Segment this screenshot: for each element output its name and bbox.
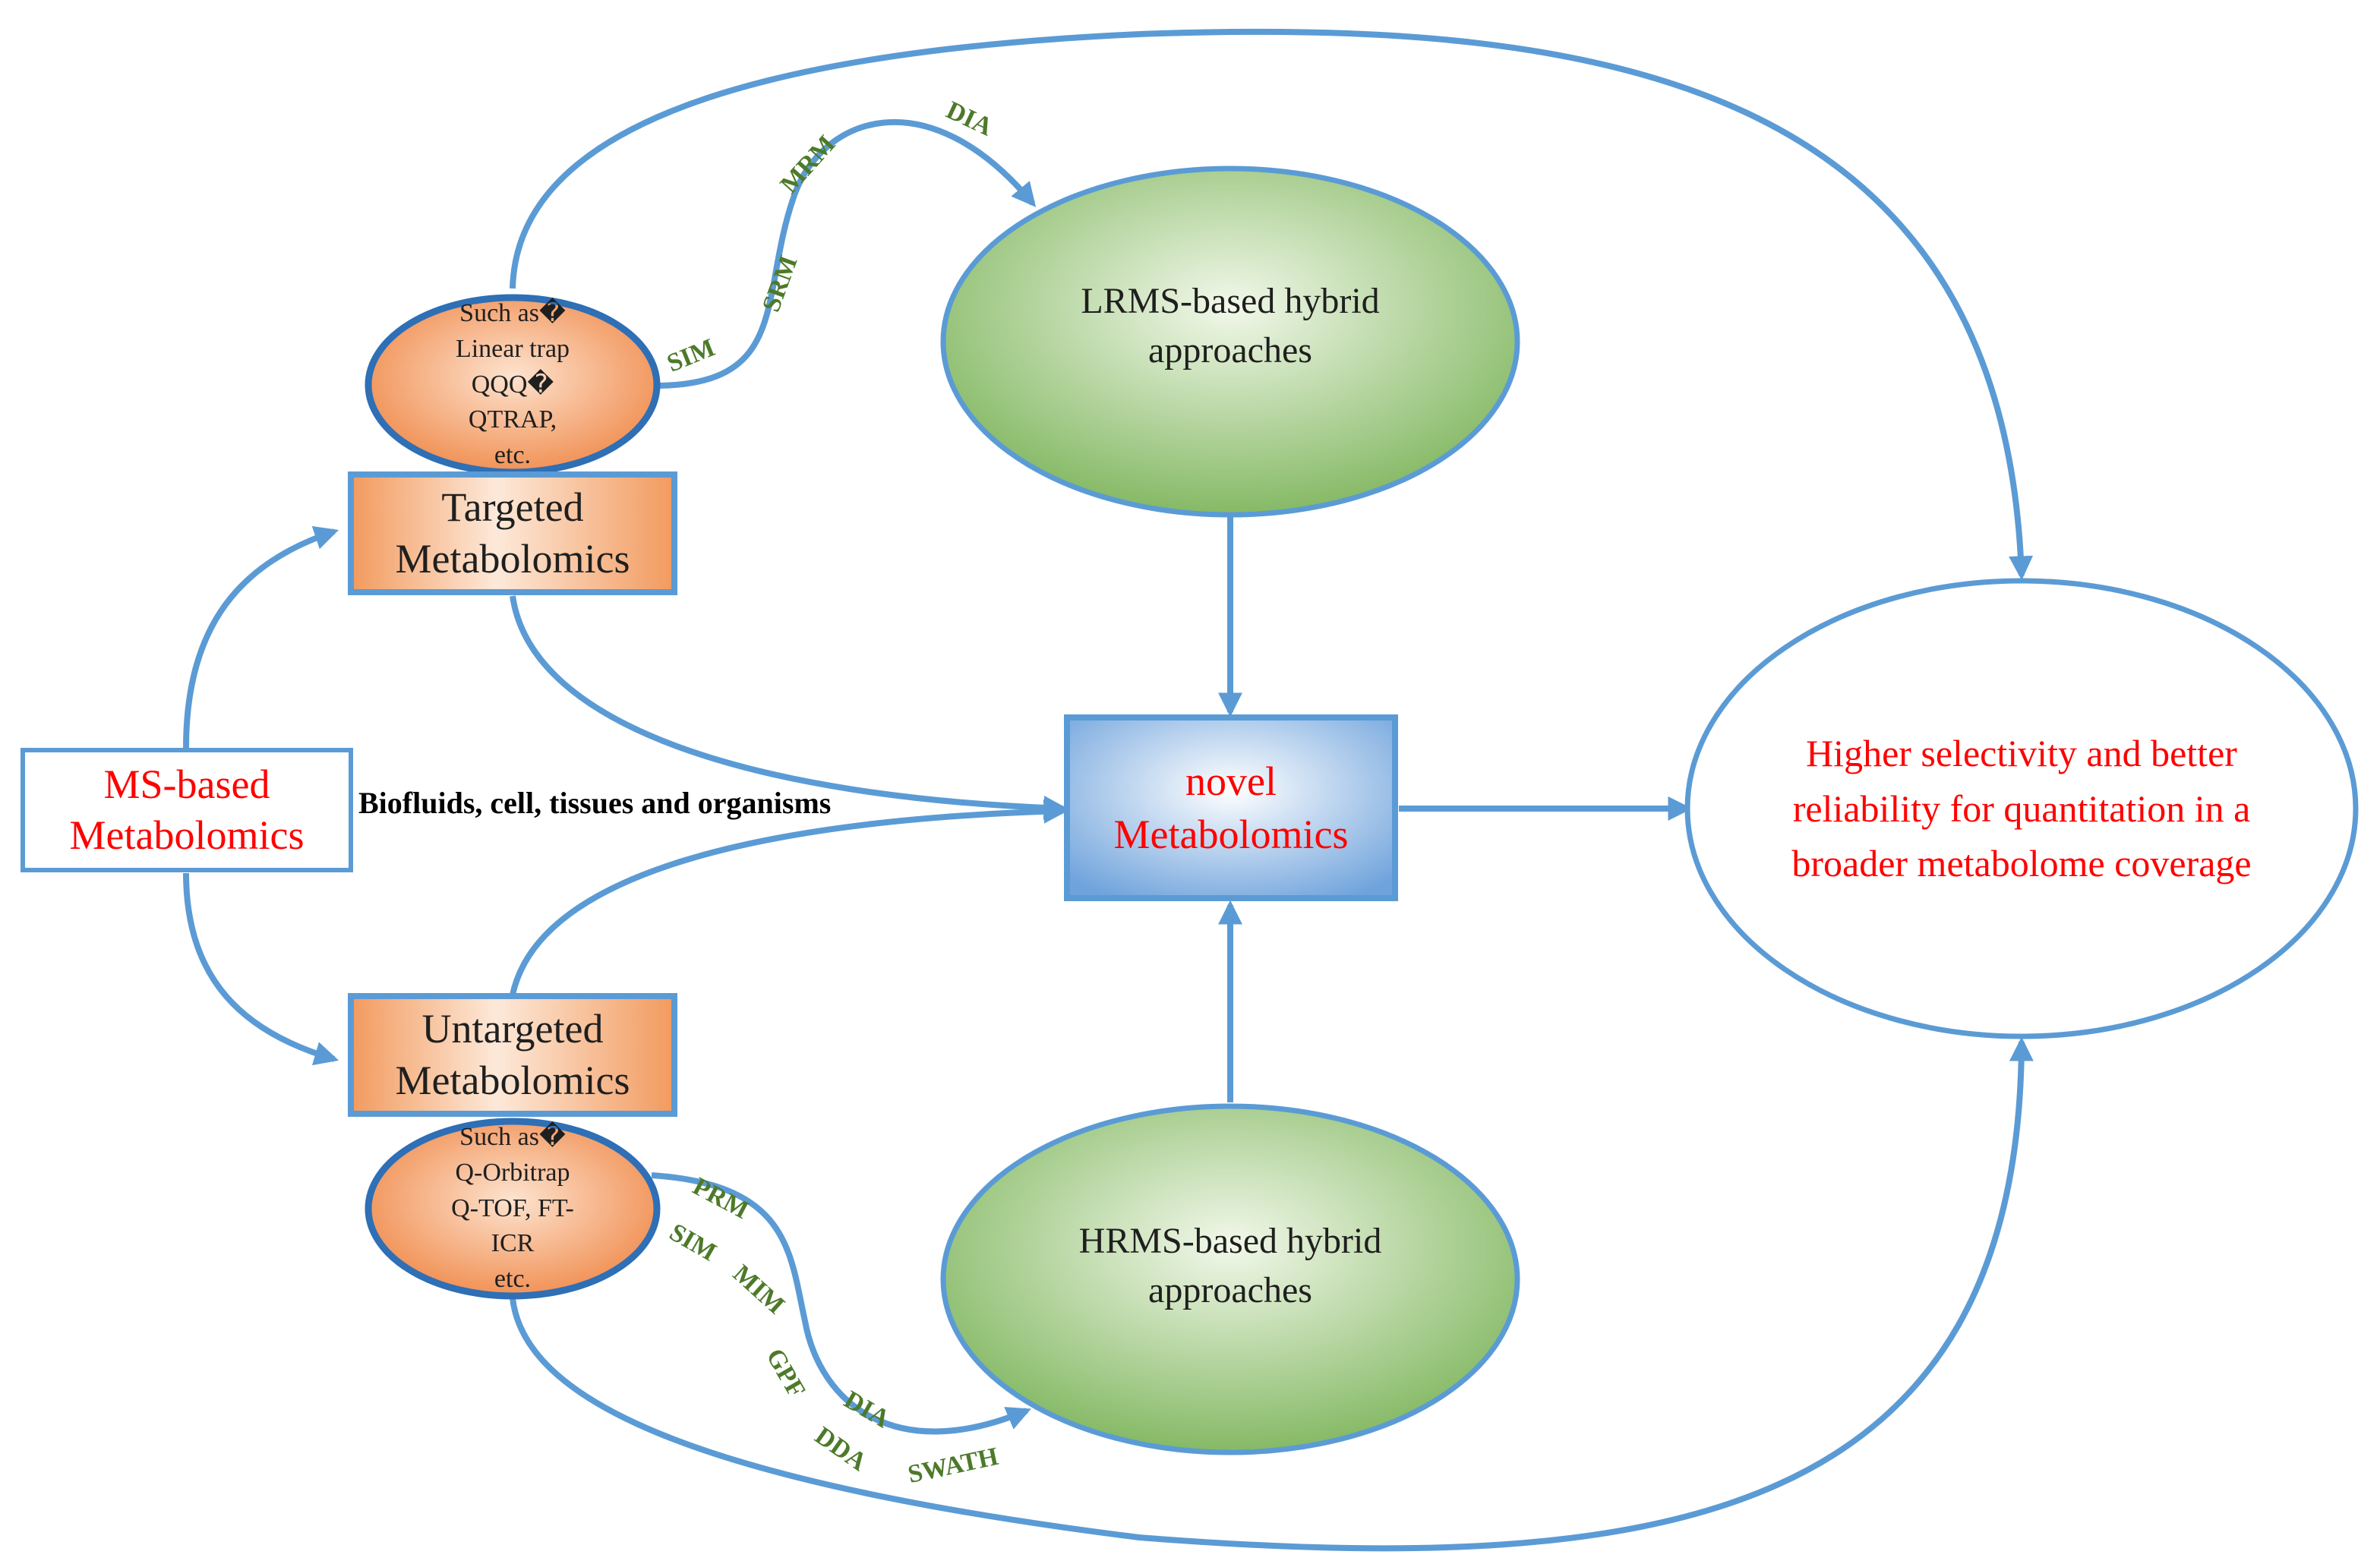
- arrow-targeted-to-lrms: [658, 118, 1037, 389]
- lrms-ellipse: [940, 166, 1520, 518]
- targeted-label: Targeted Metabolomics: [351, 475, 674, 592]
- lrms-line2: approaches: [1148, 330, 1312, 371]
- arrow-untargeted-to-novel: [510, 799, 1068, 995]
- untargeted-line1: Untargeted: [421, 1006, 604, 1052]
- arrow-ms-to-targeted: [183, 525, 339, 749]
- outcome-label: Higher selectivity and better reliabilit…: [1701, 714, 2342, 903]
- targeted-instruments-line4: QTRAP,: [468, 405, 557, 434]
- targeted-line2: Metabolomics: [395, 535, 630, 582]
- untargeted-instruments-label: Such as� Q-Orbitrap Q-TOF, FT- ICR etc.: [410, 1120, 615, 1298]
- targeted-instruments-line5: etc.: [494, 441, 532, 470]
- novel-label: novel Metabolomics: [1067, 717, 1395, 898]
- outcome-line1: Higher selectivity and better: [1806, 732, 2237, 775]
- arrow-targeted-to-novel: [510, 595, 1068, 821]
- novel-line2: Metabolomics: [1113, 812, 1349, 857]
- hrms-line2: approaches: [1148, 1270, 1312, 1310]
- hrms-ellipse: [940, 1103, 1520, 1455]
- arrow-targeted-instruments-to-outcome: [510, 28, 2034, 581]
- targeted-instruments-line2: Linear trap: [455, 334, 570, 363]
- untargeted-instruments-ellipse: [365, 1118, 661, 1300]
- outcome-ellipse: [1684, 578, 2359, 1039]
- novel-box: [1064, 714, 1398, 901]
- targeted-instruments-line1: Such as�: [459, 298, 566, 327]
- untargeted-instruments-line4: ICR: [491, 1229, 535, 1258]
- arrow-untargeted-to-hrms: [651, 1172, 1031, 1435]
- targeted-instruments-label: Such as� Linear trap QQQ� QTRAP, etc.: [410, 296, 615, 474]
- targeted-instruments-line3: QQQ�: [471, 370, 554, 399]
- sample-label: Biofluids, cell, tissues and organisms: [358, 786, 832, 820]
- hrms-label: HRMS-based hybrid approaches: [987, 1213, 1473, 1320]
- hrms-line1: HRMS-based hybrid: [1078, 1221, 1382, 1262]
- untargeted-label: Untargeted Metabolomics: [351, 996, 674, 1114]
- untargeted-box: [348, 993, 677, 1117]
- targeted-box: [348, 471, 677, 595]
- arrow-ms-to-untargeted: [183, 872, 339, 1066]
- arrow-untargeted-instruments-to-outcome: [510, 1036, 2034, 1552]
- untargeted-instruments-line5: etc.: [494, 1265, 532, 1294]
- novel-line1: novel: [1185, 758, 1277, 804]
- outcome-line3: broader metabolome coverage: [1791, 842, 2252, 885]
- lrms-label: LRMS-based hybrid approaches: [987, 273, 1473, 380]
- lrms-line1: LRMS-based hybrid: [1081, 281, 1380, 322]
- ms-based-line2: Metabolomics: [69, 812, 305, 858]
- ms-based-line1: MS-based: [103, 761, 270, 807]
- targeted-line1: Targeted: [441, 484, 584, 530]
- untargeted-instruments-line1: Such as�: [459, 1122, 566, 1151]
- untargeted-instruments-line3: Q-TOF, FT-: [451, 1193, 574, 1222]
- ms-based-box: [21, 748, 353, 872]
- ms-based-label: MS-based Metabolomics: [23, 750, 351, 870]
- untargeted-instruments-line2: Q-Orbitrap: [455, 1158, 570, 1187]
- outcome-line2: reliability for quantitation in a: [1792, 787, 2251, 830]
- untargeted-line2: Metabolomics: [395, 1057, 630, 1103]
